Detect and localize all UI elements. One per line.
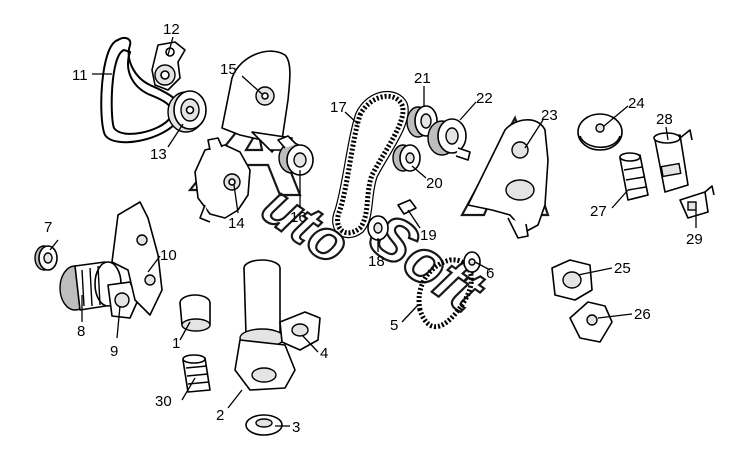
- part-15-upper-timing-cover: [221, 50, 293, 153]
- part-14-pump-housing: [194, 137, 251, 223]
- part-29-bracket: [679, 185, 715, 219]
- callout-16: 16: [290, 209, 307, 226]
- part-6-sprocket: [463, 251, 481, 273]
- callout-23: 23: [541, 107, 558, 124]
- part-28-filter-housing: [653, 129, 693, 193]
- callout-11: 11: [72, 67, 88, 84]
- callout-27: 27: [590, 203, 607, 220]
- callout-14: 14: [228, 215, 245, 232]
- part-24-reservoir: [577, 113, 623, 151]
- callout-7: 7: [44, 219, 52, 236]
- part-12-tensioner: [151, 41, 186, 91]
- callout-20: 20: [426, 175, 443, 192]
- callout-3: 3: [292, 419, 300, 436]
- callout-24: 24: [628, 95, 645, 112]
- part-16-idler: [277, 135, 314, 176]
- callout-25: 25: [614, 260, 631, 277]
- callout-18: 18: [368, 253, 385, 270]
- part-3-plug: [245, 414, 283, 436]
- callout-10: 10: [160, 247, 177, 264]
- callout-9: 9: [110, 343, 118, 360]
- callout-leaders: [49, 36, 697, 427]
- part-22-tensioner-pulley: [427, 118, 471, 161]
- callout-29: 29: [686, 231, 703, 248]
- callout-28: 28: [656, 111, 673, 128]
- callout-15: 15: [220, 61, 237, 78]
- part-1-cap: [179, 294, 211, 332]
- part-18-small-gear: [367, 215, 389, 241]
- part-23-rear-cover: [467, 119, 549, 239]
- part-30-filter-element: [182, 354, 211, 393]
- callout-12: 12: [163, 21, 180, 38]
- callout-1: 1: [172, 335, 180, 352]
- callout-30: 30: [155, 393, 172, 410]
- callout-4: 4: [320, 345, 328, 362]
- callout-2: 2: [216, 407, 224, 424]
- callout-19: 19: [420, 227, 437, 244]
- callout-6: 6: [486, 265, 494, 282]
- callout-17: 17: [330, 99, 347, 116]
- callout-8: 8: [77, 323, 85, 340]
- part-26-bracket: [569, 301, 613, 343]
- part-7-seal-ring: [34, 245, 58, 271]
- part-2-filter-housing: [234, 259, 296, 391]
- callout-13: 13: [150, 146, 167, 163]
- callout-5: 5: [390, 317, 398, 334]
- part-9-pump-cover: [107, 281, 139, 319]
- callout-26: 26: [634, 306, 651, 323]
- part-5-chain: [416, 257, 474, 330]
- part-27-filter: [619, 152, 649, 201]
- part-17-timing-belt: [332, 90, 409, 239]
- part-13-pulley: [167, 90, 207, 133]
- part-20-roller: [392, 144, 421, 172]
- part-25-mount: [551, 259, 593, 301]
- part-10-mounting-plate: [111, 201, 163, 316]
- callout-21: 21: [414, 70, 431, 87]
- part-19-bolt: [397, 199, 417, 215]
- callout-labels: 11 12 13 15 14 16 17 18 19 20 21 22 23 2…: [44, 21, 703, 436]
- callout-22: 22: [476, 90, 493, 107]
- part-4-adapter: [279, 311, 321, 351]
